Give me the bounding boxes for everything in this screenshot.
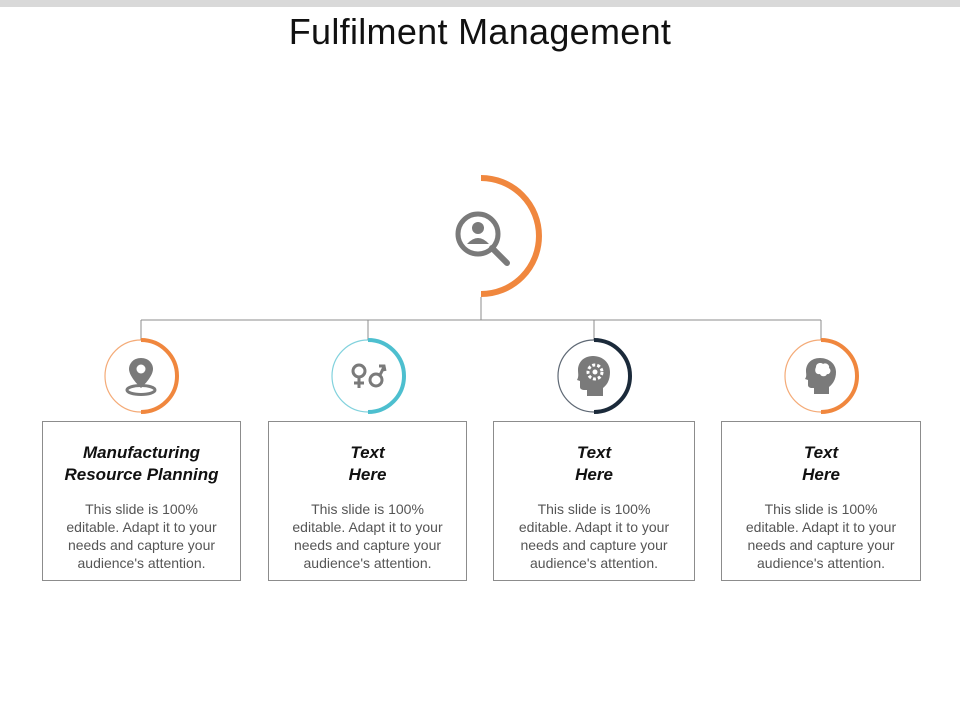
node-1 — [101, 336, 183, 418]
card-title: Manufacturing Resource Planning — [43, 442, 240, 486]
card-description: This slide is 100% editable. Adapt it to… — [269, 500, 466, 572]
card-text-line: editable. Adapt it to your — [292, 519, 443, 535]
head-gear-icon — [577, 356, 610, 396]
card-title: Text Here — [722, 442, 920, 486]
card-4: Text Here This slide is 100% editable. A… — [721, 421, 921, 581]
card-title-line: Text — [803, 443, 839, 462]
slide-title: Fulfilment Management — [288, 11, 672, 52]
gender-symbols-icon — [351, 363, 387, 388]
card-text-line: needs and capture your — [67, 537, 216, 553]
card-title-line: Here — [575, 465, 613, 484]
card-description: This slide is 100% editable. Adapt it to… — [43, 500, 240, 572]
card-description: This slide is 100% editable. Adapt it to… — [494, 500, 694, 572]
card-text-line: editable. Adapt it to your — [518, 519, 670, 535]
card-1: Manufacturing Resource Planning This sli… — [42, 421, 241, 581]
card-text-line: audience's attention. — [77, 555, 206, 571]
card-title-line: Manufacturing — [82, 443, 201, 462]
node-2 — [328, 336, 410, 418]
card-text-line: needs and capture your — [520, 537, 668, 553]
card-3: Text Here This slide is 100% editable. A… — [493, 421, 695, 581]
card-text-line: This slide is 100% — [764, 501, 878, 517]
card-title-line: Here — [348, 465, 387, 484]
card-text-line: editable. Adapt it to your — [745, 519, 897, 535]
card-text-line: needs and capture your — [747, 537, 895, 553]
card-text-line: audience's attention. — [530, 555, 658, 571]
card-text-line: needs and capture your — [293, 537, 442, 553]
card-description: This slide is 100% editable. Adapt it to… — [722, 500, 920, 572]
card-text-line: This slide is 100% — [85, 501, 198, 517]
root-node — [418, 172, 548, 302]
card-title: Text Here — [494, 442, 694, 486]
card-title-line: Resource Planning — [64, 465, 219, 484]
node-4 — [781, 336, 863, 418]
card-text-line: audience's attention. — [757, 555, 885, 571]
card-title-line: Here — [802, 465, 840, 484]
card-2: Text Here This slide is 100% editable. A… — [268, 421, 467, 581]
location-pin-icon — [125, 358, 157, 396]
card-title-line: Text — [576, 443, 612, 462]
root-ring — [480, 175, 542, 297]
card-text-line: This slide is 100% — [311, 501, 424, 517]
card-text-line: audience's attention. — [303, 555, 432, 571]
node-3 — [554, 336, 636, 418]
top-bar — [0, 0, 960, 7]
card-text-line: editable. Adapt it to your — [66, 519, 217, 535]
card-title: Text Here — [269, 442, 466, 486]
magnifier-person-icon — [455, 211, 510, 266]
card-text-line: This slide is 100% — [537, 501, 651, 517]
head-brain-icon — [805, 358, 836, 394]
card-title-line: Text — [350, 443, 385, 462]
